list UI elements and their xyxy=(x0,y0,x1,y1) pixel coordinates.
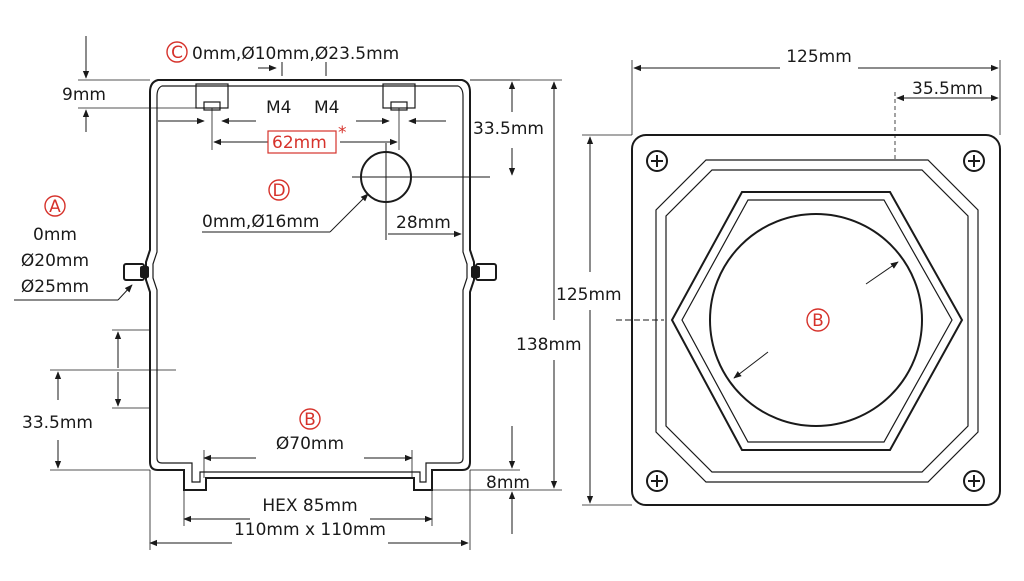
dim-9mm: 9mm xyxy=(62,85,106,105)
octagon-inner xyxy=(665,169,969,473)
marker-b-side-letter: B xyxy=(304,410,316,430)
dim-62mm: 62mm xyxy=(272,133,327,153)
dim-a-from-bottom: 33.5mm xyxy=(22,413,93,433)
marker-a xyxy=(44,195,66,217)
dim-top-height: 125mm xyxy=(556,285,622,305)
hexagon-inner xyxy=(681,199,953,443)
marker-d-letter: D xyxy=(272,181,285,201)
marker-d xyxy=(268,179,290,201)
dim-flange-height: 8mm xyxy=(486,473,530,493)
m4-right-label: M4 xyxy=(314,98,339,118)
dim-top-width: 125mm xyxy=(786,47,852,67)
marker-a-letter: A xyxy=(49,197,61,217)
a-size-2: Ø20mm xyxy=(21,251,89,271)
octagon-outer xyxy=(655,159,979,483)
m4-left-label: M4 xyxy=(266,98,291,118)
dim-28mm: 28mm xyxy=(396,213,451,233)
screw-top-right xyxy=(963,150,985,172)
screw-bottom-left xyxy=(646,470,668,492)
side-view: C 0mm,Ø10mm,Ø23.5mm 9mm M4 M4 62mm * 33.… xyxy=(14,36,582,550)
marker-b-top xyxy=(806,308,830,332)
screw-bottom-right xyxy=(963,470,985,492)
m4-boss-left xyxy=(195,83,229,111)
screw-top-left xyxy=(646,150,668,172)
marker-c xyxy=(166,41,188,63)
a-size-1: 0mm xyxy=(33,225,77,245)
side-clip-right xyxy=(471,263,497,281)
b-size-label: Ø70mm xyxy=(276,434,344,454)
base-plate xyxy=(631,134,1001,506)
d-sizes-label: 0mm,Ø16mm xyxy=(202,212,319,232)
housing-outline xyxy=(145,79,475,491)
dim-total-height: 138mm xyxy=(516,335,582,355)
dim-hex: HEX 85mm xyxy=(262,496,357,516)
dim-base: 110mm x 110mm xyxy=(234,520,386,540)
marker-b-top-letter: B xyxy=(812,311,824,331)
marker-c-letter: C xyxy=(171,43,183,63)
side-clip-left xyxy=(123,263,149,281)
opening-b xyxy=(709,213,923,427)
m4-boss-right xyxy=(382,83,416,111)
dim-62mm-note: * xyxy=(338,123,347,143)
marker-b-side xyxy=(299,408,321,430)
c-sizes-label: 0mm,Ø10mm,Ø23.5mm xyxy=(192,44,399,64)
a-size-3: Ø25mm xyxy=(21,277,89,297)
housing-inner-wall xyxy=(152,85,468,483)
dim-c-offset: 35.5mm xyxy=(912,79,983,99)
top-view: B 125mm 35.5mm xyxy=(556,47,1001,506)
hexagon-outer xyxy=(670,191,964,451)
dim-d-from-top: 33.5mm xyxy=(473,119,544,139)
